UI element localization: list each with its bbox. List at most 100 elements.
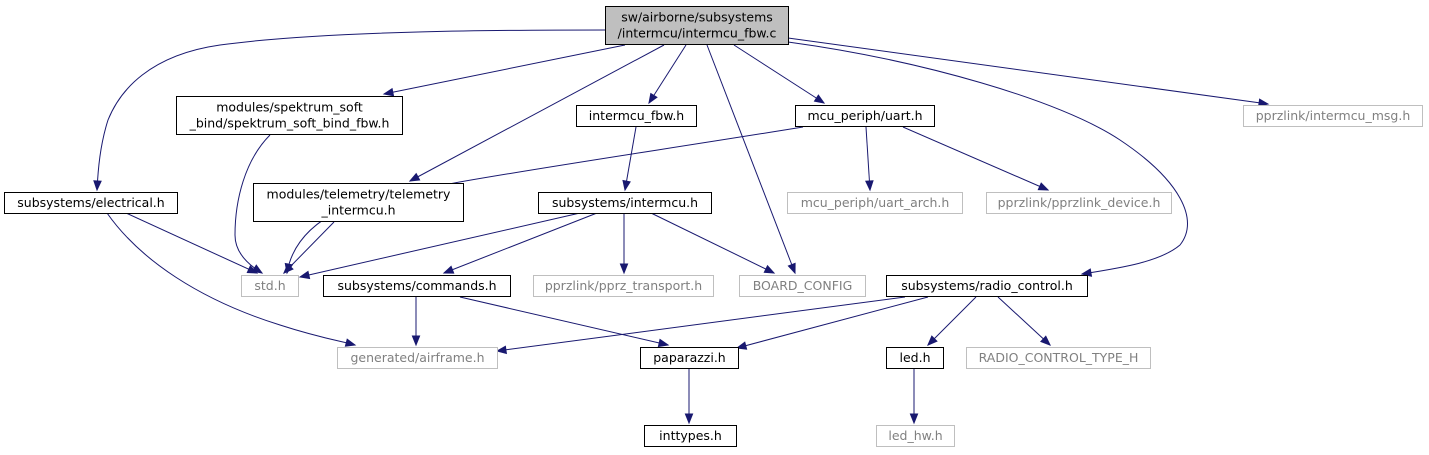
- edge-led_h-to-led_hw: [909, 369, 919, 425]
- edge-line: [234, 134, 271, 274]
- node-radio-control[interactable]: subsystems/radio_control.h: [886, 275, 1088, 297]
- edge-line: [865, 126, 871, 191]
- arrowhead: [382, 87, 395, 97]
- edge-uart_h-to-uart_arch: [865, 126, 874, 192]
- node-led-h[interactable]: led.h: [886, 347, 944, 369]
- edge-radio_control-to-led_h: [927, 296, 977, 346]
- edge-line: [787, 37, 1269, 105]
- edge-line: [927, 296, 977, 346]
- edge-subsys_intermcu-to-commands: [442, 212, 598, 274]
- edge-root-to-uart_h: [733, 44, 826, 104]
- node-subsys-intermcu[interactable]: subsystems/intermcu.h: [538, 192, 712, 214]
- node-label: subsystems/commands.h: [337, 278, 496, 293]
- edge-line: [443, 212, 598, 274]
- node-label: paparazzi.h: [653, 350, 725, 365]
- edge-root-to-telemetry: [408, 44, 665, 182]
- node-box: [337, 347, 498, 369]
- arrowhead: [408, 172, 421, 182]
- node-label: subsystems/electrical.h: [17, 195, 164, 210]
- arrowhead: [684, 413, 694, 425]
- node-label: _bind/spektrum_soft_bind_fbw.h: [189, 116, 390, 131]
- edge-intermcu_fbw_h-to-subsys_intermcu: [622, 126, 637, 192]
- node-box: [176, 96, 403, 135]
- node-board-config[interactable]: BOARD_CONFIG: [739, 275, 866, 297]
- arrowhead: [411, 335, 421, 347]
- node-std-h[interactable]: std.h: [241, 275, 299, 297]
- arrowhead: [283, 263, 294, 274]
- node-intermcu-fbw-h[interactable]: intermcu_fbw.h: [576, 105, 697, 127]
- node-box: [538, 192, 712, 214]
- node-intermcu-msg[interactable]: pprzlink/intermcu_msg.h: [1243, 105, 1423, 127]
- arrowhead: [787, 262, 796, 275]
- edge-radio_control-to-paparazzi: [735, 296, 929, 350]
- node-label: pprzlink/intermcu_msg.h: [1256, 108, 1411, 123]
- edge-uart_h-to-pprzlink_device: [902, 126, 1050, 191]
- node-root[interactable]: sw/airborne/subsystems/intermcu/intermcu…: [605, 6, 789, 45]
- node-box: [4, 192, 178, 214]
- node-label: generated/airframe.h: [350, 350, 484, 365]
- nodes-layer: sw/airborne/subsystems/intermcu/intermcu…: [4, 6, 1423, 447]
- node-label: subsystems/intermcu.h: [552, 195, 698, 210]
- node-spektrum[interactable]: modules/spektrum_soft_bind/spektrum_soft…: [176, 96, 403, 135]
- node-airframe[interactable]: generated/airframe.h: [337, 347, 498, 369]
- node-box: [1243, 105, 1423, 127]
- arrowhead: [298, 270, 311, 280]
- arrowhead: [344, 338, 357, 347]
- node-commands[interactable]: subsystems/commands.h: [323, 275, 511, 297]
- node-box: [886, 347, 944, 369]
- node-electrical[interactable]: subsystems/electrical.h: [4, 192, 178, 214]
- arrowhead: [495, 345, 507, 355]
- arrowhead: [909, 413, 919, 425]
- edge-radio_control-to-airframe: [495, 296, 906, 355]
- edge-line: [96, 29, 609, 191]
- node-box: [966, 347, 1151, 369]
- node-label: pprzlink/pprzlink_device.h: [998, 195, 1161, 210]
- edge-subsys_intermcu-to-board_config: [650, 212, 776, 274]
- edges-layer: [93, 29, 1270, 425]
- edge-line: [459, 296, 669, 346]
- node-label: led_hw.h: [888, 428, 942, 443]
- node-pprzlink-device[interactable]: pprzlink/pprzlink_device.h: [986, 192, 1172, 214]
- node-uart-arch[interactable]: mcu_periph/uart_arch.h: [787, 192, 963, 214]
- node-label: RADIO_CONTROL_TYPE_H: [979, 350, 1139, 365]
- node-label: BOARD_CONFIG: [753, 278, 853, 293]
- edge-subsys_intermcu-to-std_h: [298, 212, 581, 280]
- node-label: inttypes.h: [659, 428, 722, 443]
- node-telemetry[interactable]: modules/telemetry/telemetry_intermcu.h: [253, 183, 464, 222]
- arrowhead: [735, 341, 748, 350]
- edge-telemetry-to-std_h: [283, 221, 335, 274]
- node-paparazzi[interactable]: paparazzi.h: [640, 347, 739, 369]
- edge-line: [496, 296, 906, 352]
- edge-root-to-electrical: [93, 29, 609, 192]
- edge-electrical-to-airframe: [106, 212, 357, 347]
- arrowhead: [442, 265, 455, 274]
- node-pprz-transport[interactable]: pprzlink/pprz_transport.h: [533, 275, 714, 297]
- edge-radio_control-to-radio_control_type: [997, 296, 1051, 346]
- arrowhead: [246, 265, 259, 274]
- node-box: [787, 192, 963, 214]
- edge-electrical-to-std_h: [125, 212, 259, 274]
- edge-line: [706, 44, 796, 274]
- edge-line: [283, 221, 335, 274]
- edge-root-to-radio_control: [787, 41, 1188, 277]
- edge-line: [409, 44, 665, 182]
- edge-line: [125, 212, 258, 274]
- node-radio-control-type[interactable]: RADIO_CONTROL_TYPE_H: [966, 347, 1151, 369]
- edge-line: [299, 212, 581, 278]
- node-label: /intermcu/intermcu_fbw.c: [618, 26, 777, 41]
- node-uart-h[interactable]: mcu_periph/uart.h: [795, 105, 935, 127]
- node-label: sw/airborne/subsystems: [621, 10, 773, 25]
- arrowhead: [865, 180, 874, 192]
- edge-paparazzi-to-inttypes: [684, 369, 694, 425]
- node-label: modules/telemetry/telemetry: [267, 187, 452, 202]
- edge-root-to-intermcu_msg: [787, 37, 1270, 107]
- arrowhead: [93, 180, 102, 192]
- arrowhead: [619, 263, 629, 275]
- node-led-hw[interactable]: led_hw.h: [876, 425, 955, 447]
- arrowhead: [927, 335, 938, 346]
- arrowhead: [622, 179, 631, 192]
- node-box: [533, 275, 714, 297]
- node-box: [886, 275, 1088, 297]
- node-inttypes[interactable]: inttypes.h: [644, 425, 737, 447]
- arrowhead: [648, 92, 658, 105]
